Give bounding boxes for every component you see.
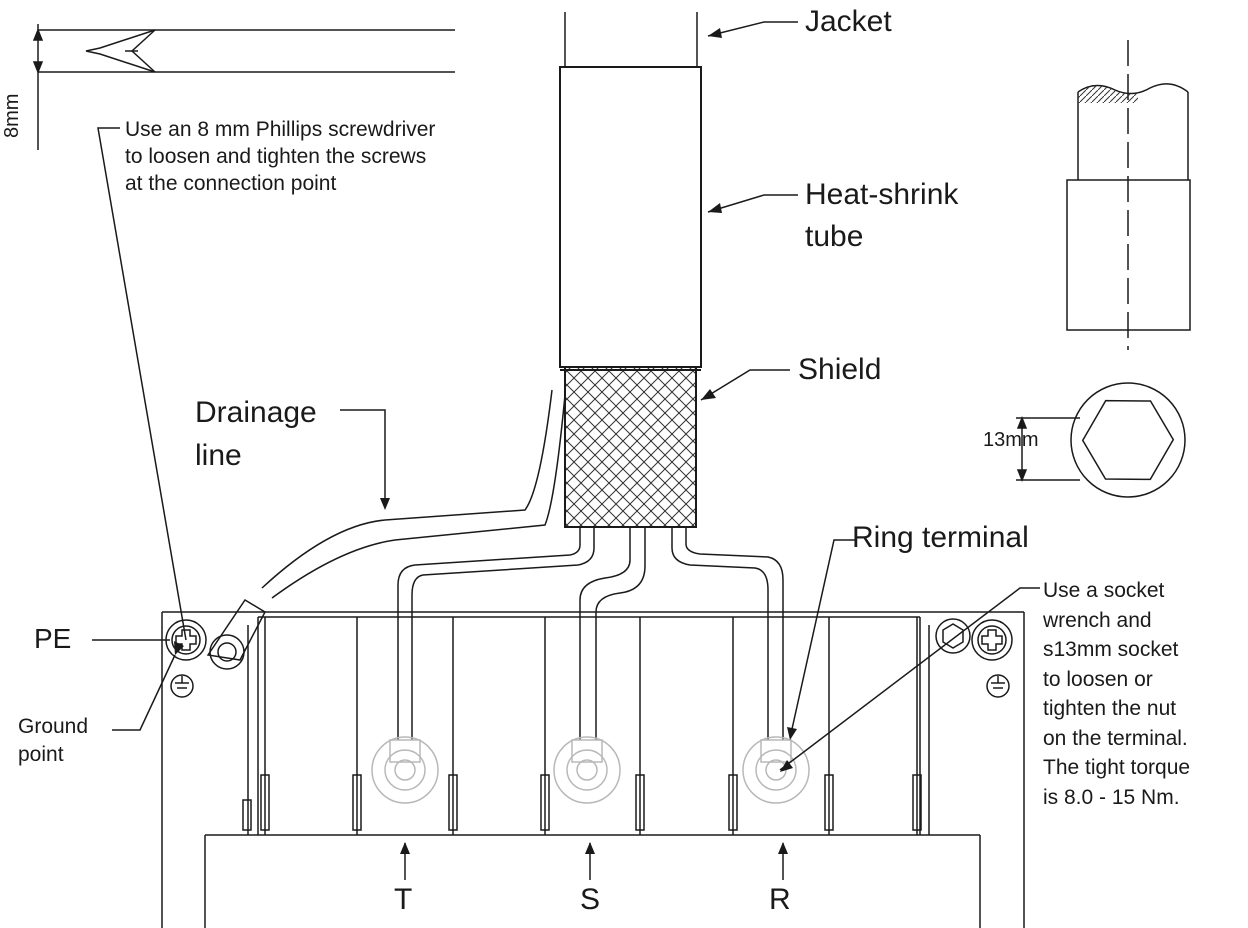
drainage-line (261, 389, 566, 599)
ground-point-label-line1: Ground (18, 715, 89, 738)
socket-wrench-icon (1066, 40, 1191, 350)
terminal-r-label: R (769, 883, 791, 916)
cable-shield (564, 366, 697, 528)
leader-lines (92, 21, 1040, 880)
ring-terminal-label: Ring terminal (852, 521, 1029, 554)
drainage-label-line1: Drainage (195, 396, 317, 429)
dimension-13mm-label: 13mm (983, 429, 1039, 451)
screwdriver-note-line: at the connection point (125, 172, 337, 195)
terminal-housing (161, 611, 1025, 928)
cable-jacket (564, 12, 698, 67)
jacket-label: Jacket (805, 5, 892, 38)
ground-symbol-icon (170, 674, 1010, 698)
pe-label: PE (34, 623, 72, 654)
phillips-screw-icon (165, 619, 1013, 661)
screwdriver-note-line: to loosen and tighten the screws (125, 145, 427, 168)
arrow-heads (174, 28, 797, 854)
socket-note-line: s13mm socket (1043, 638, 1179, 661)
terminal-t-label: T (394, 883, 413, 916)
heat-shrink-label-line1: Heat-shrink (805, 178, 959, 211)
socket-note-line: Use a socket (1043, 579, 1165, 602)
socket-note-line: on the terminal. (1043, 726, 1188, 750)
shield-label: Shield (798, 353, 882, 386)
socket-note-line: The tight torque (1043, 756, 1191, 779)
screwdriver-note-line: Use an 8 mm Phillips screwdriver (125, 118, 436, 141)
socket-note-line: is 8.0 - 15 Nm. (1043, 785, 1180, 809)
dimension-8mm-label: 8mm (1, 93, 23, 138)
phase-wires (397, 527, 784, 740)
ring-terminal-icon (371, 736, 810, 804)
socket-note-line: to loosen or (1043, 667, 1153, 691)
hex-nut-icon (935, 618, 971, 654)
heat-shrink-label-line2: tube (805, 220, 864, 253)
terminal-s-label: S (580, 883, 601, 916)
ground-point-label-line2: point (18, 743, 64, 766)
pe-ground-lug (206, 598, 266, 670)
screwdriver-tip-icon (32, 24, 455, 150)
drainage-label-line2: line (195, 439, 242, 472)
screwdriver-note: Use an 8 mm Phillips screwdriver to loos… (125, 116, 435, 197)
socket-note: Use a socket wrench and s13mm socket to … (1043, 576, 1190, 812)
terminal-barriers (260, 617, 922, 835)
socket-note-line: tighten the nut (1043, 697, 1177, 720)
socket-hex-13mm (1016, 382, 1186, 498)
heat-shrink-tube (559, 66, 702, 368)
socket-note-line: wrench and (1043, 608, 1152, 632)
